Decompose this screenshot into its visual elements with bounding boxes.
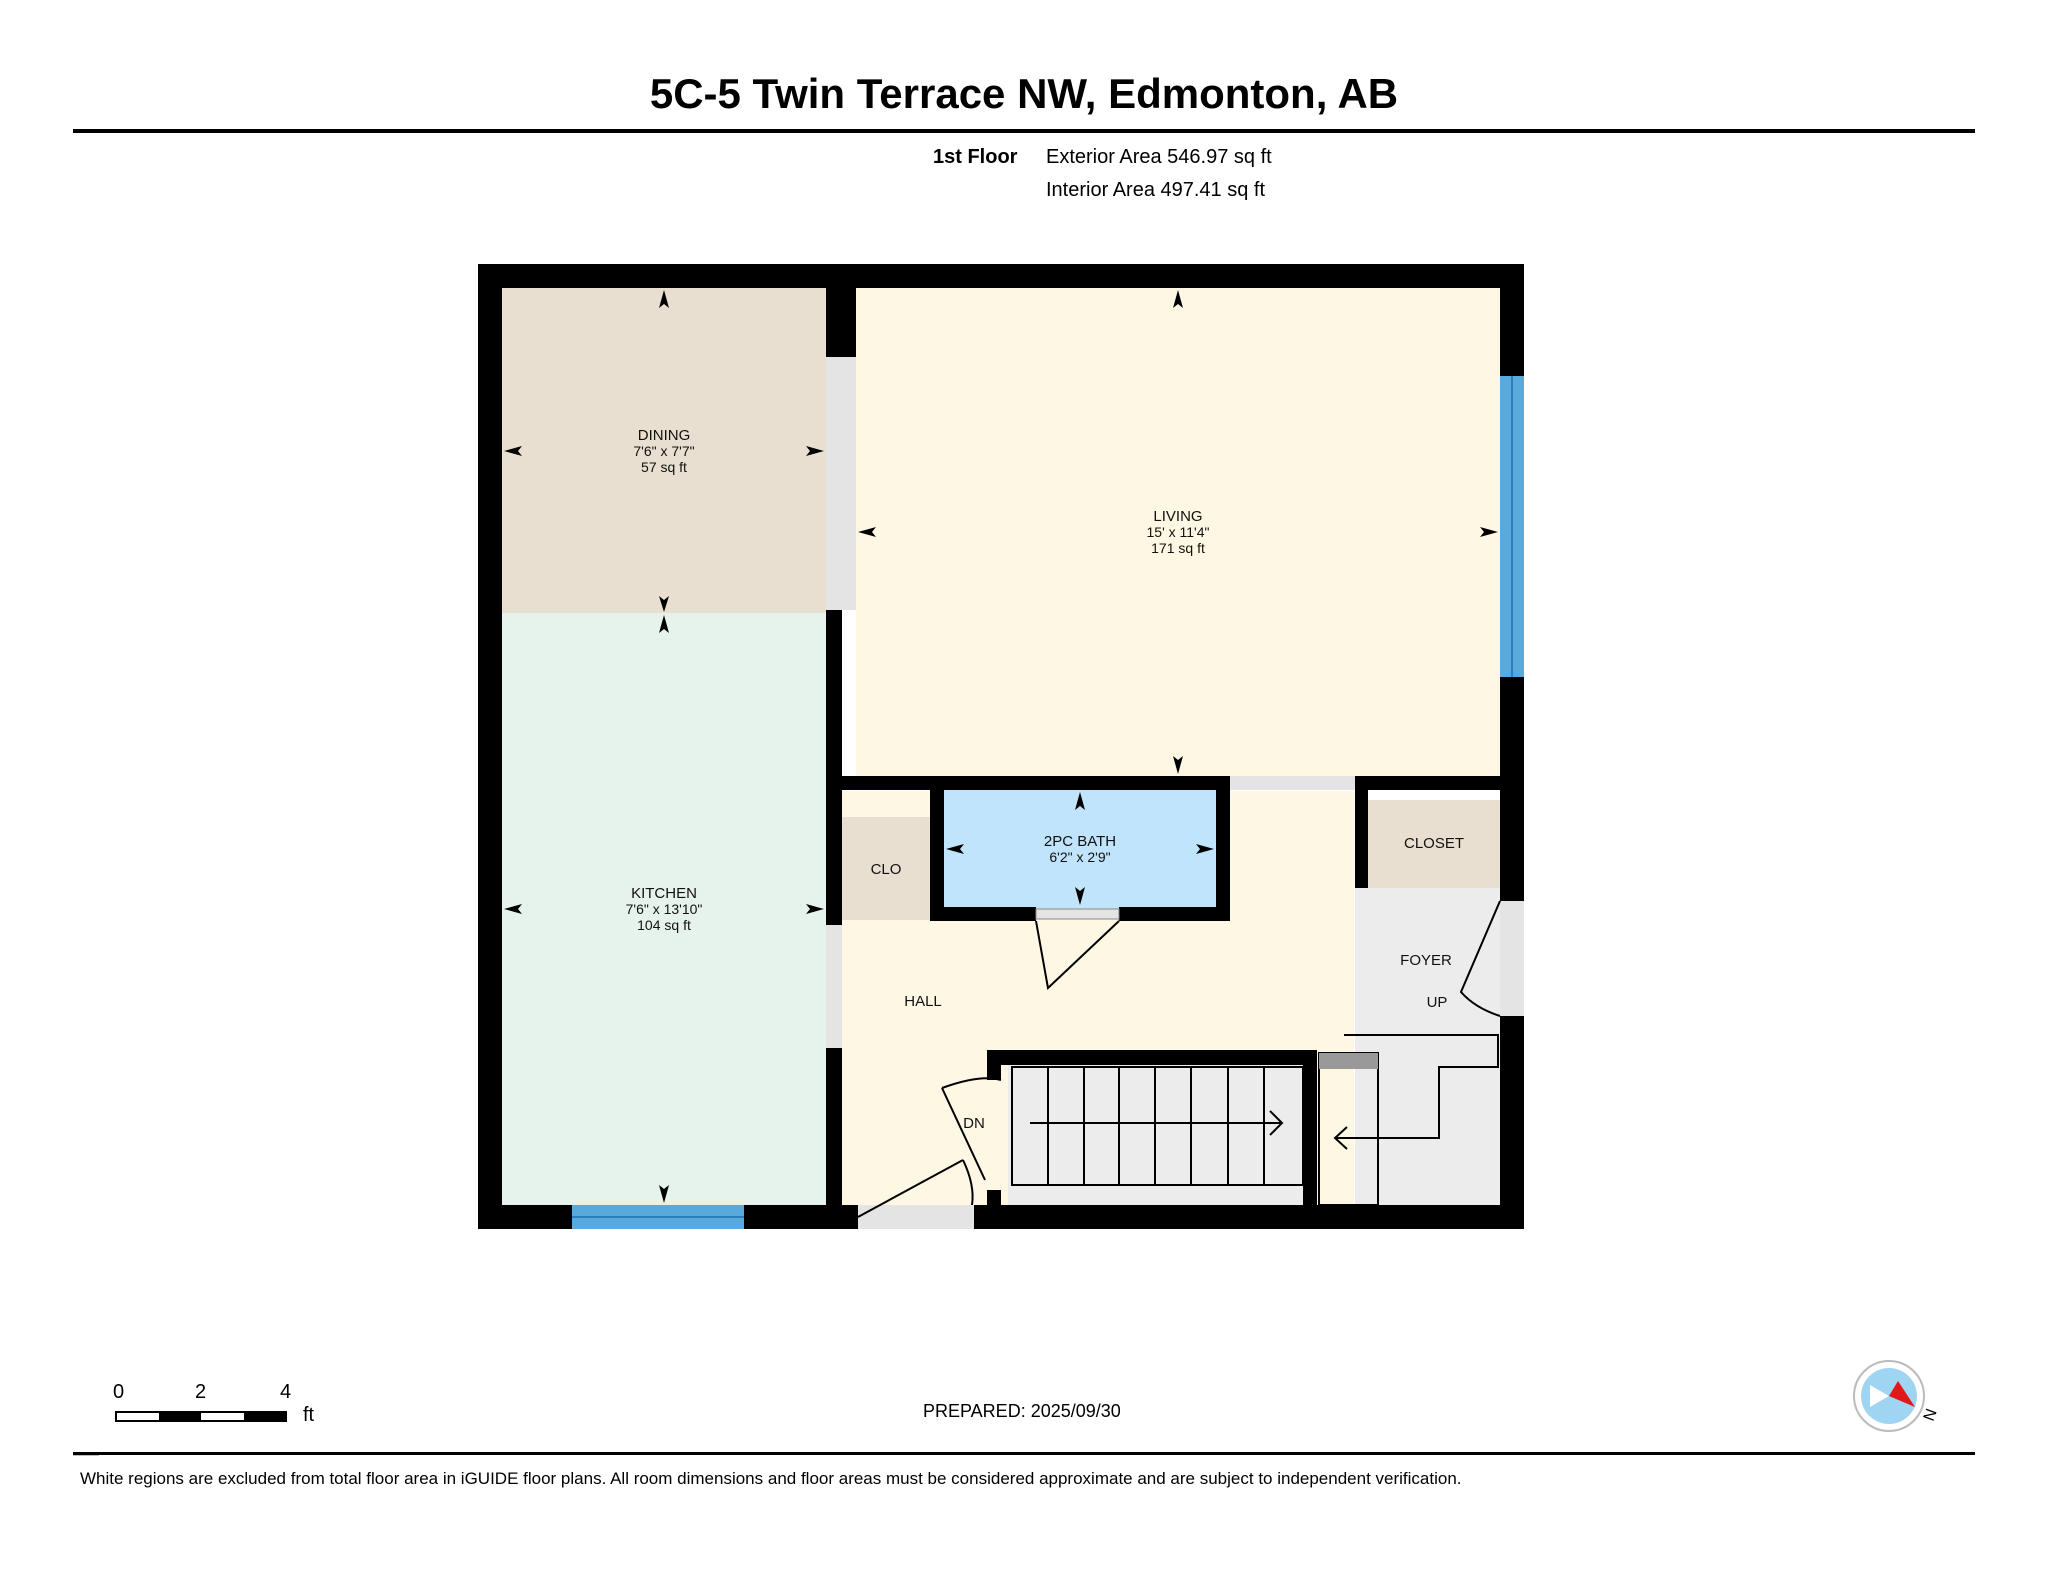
dining-dims: 7'6" x 7'7": [633, 443, 694, 459]
scale-bar: [115, 1411, 287, 1422]
interior-area: Interior Area 497.41 sq ft: [1046, 179, 1266, 201]
closet-room: [1368, 800, 1500, 888]
scale-unit: ft: [303, 1404, 315, 1426]
doors: [857, 900, 1524, 1218]
title-rule: [73, 129, 1975, 133]
clo-label: CLO: [871, 861, 902, 878]
foyer-area: [1355, 888, 1500, 1205]
interior-walls: [826, 288, 1500, 1205]
compass-icon: N: [1853, 1360, 1941, 1432]
up-label: UP: [1427, 994, 1448, 1011]
living-room: [856, 288, 1500, 776]
scale-label-0: 0: [113, 1381, 125, 1403]
plan-title: 5C-5 Twin Terrace NW, Edmonton, AB: [649, 70, 1399, 117]
dining-label: DINING: [638, 427, 691, 444]
living-area: 171 sq ft: [1151, 540, 1205, 556]
compass-north-label: N: [1921, 1407, 1941, 1424]
kitchen-area: 104 sq ft: [637, 917, 691, 933]
scale-label-2: 2: [195, 1381, 207, 1403]
living-label: LIVING: [1153, 508, 1202, 525]
hall-label: HALL: [904, 993, 942, 1010]
floor-name: 1st Floor: [933, 146, 1018, 168]
dn-label: DN: [963, 1115, 985, 1132]
dining-area: 57 sq ft: [641, 459, 687, 475]
kitchen-label: KITCHEN: [631, 885, 697, 902]
exterior-walls: [478, 264, 1524, 1229]
stairs: [1011, 1034, 1499, 1206]
clo-room: [842, 817, 930, 920]
bath-dims: 6'2" x 2'9": [1049, 849, 1110, 865]
scale-label-4: 4: [280, 1381, 292, 1403]
disclaimer: White regions are excluded from total fl…: [80, 1469, 1462, 1488]
footer-rule: [73, 1452, 1975, 1455]
dimension-arrows: [504, 290, 1498, 1203]
closet-label: CLOSET: [1404, 835, 1464, 852]
kitchen-room: [502, 613, 826, 1205]
bath-label: 2PC BATH: [1044, 833, 1116, 850]
dining-room: [502, 288, 826, 613]
prepared-date: PREPARED: 2025/09/30: [923, 1401, 1121, 1421]
foyer-label: FOYER: [1400, 952, 1452, 969]
exterior-area: Exterior Area 546.97 sq ft: [1046, 146, 1272, 168]
living-dims: 15' x 11'4": [1147, 524, 1210, 540]
bath-room: [944, 790, 1216, 910]
kitchen-dims: 7'6" x 13'10": [626, 901, 703, 917]
